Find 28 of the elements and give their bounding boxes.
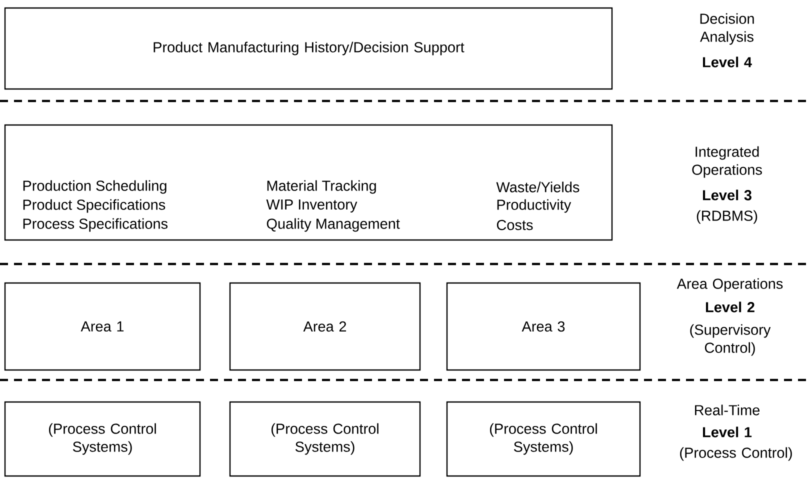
level-label: Level 1 xyxy=(702,426,752,438)
level-label: Level 4 xyxy=(702,56,752,68)
level-label: Decision Analysis xyxy=(700,13,754,45)
list-item: Costs xyxy=(496,220,533,230)
level-label: (Supervisory Control) xyxy=(690,324,771,356)
layer-box: Area 1 xyxy=(4,282,201,371)
level-label: Integrated Operations xyxy=(692,146,762,178)
list-item: Product Specifications xyxy=(23,199,166,213)
list-item: WIP Inventory xyxy=(266,200,358,212)
layer-box xyxy=(4,124,613,241)
level-label: (Process Control) xyxy=(680,447,792,461)
list-item: Quality Management xyxy=(266,218,400,232)
layer-box: Product Manufacturing History/Decision Support xyxy=(4,7,613,90)
level-label: Area Operations xyxy=(676,278,783,292)
layer-box: (Process Control Systems) xyxy=(229,401,421,477)
layer-box: Area 2 xyxy=(229,282,421,371)
level-label: Level 2 xyxy=(706,302,754,312)
layer-box: (Process Control Systems) xyxy=(4,401,201,477)
level-label: Real-Time xyxy=(695,404,760,416)
layer-box: (Process Control Systems) xyxy=(446,401,641,477)
list-item: Waste/Yields xyxy=(496,182,580,192)
level-label: Level 3 xyxy=(702,190,752,200)
list-item: Production Scheduling xyxy=(23,180,166,194)
level-label: (RDBMS) xyxy=(696,210,758,224)
list-item: Productivity xyxy=(497,199,572,213)
list-item: Process Specifications xyxy=(23,218,168,232)
layer-box: Area 3 xyxy=(446,282,641,371)
list-item: Material Tracking xyxy=(267,180,376,194)
